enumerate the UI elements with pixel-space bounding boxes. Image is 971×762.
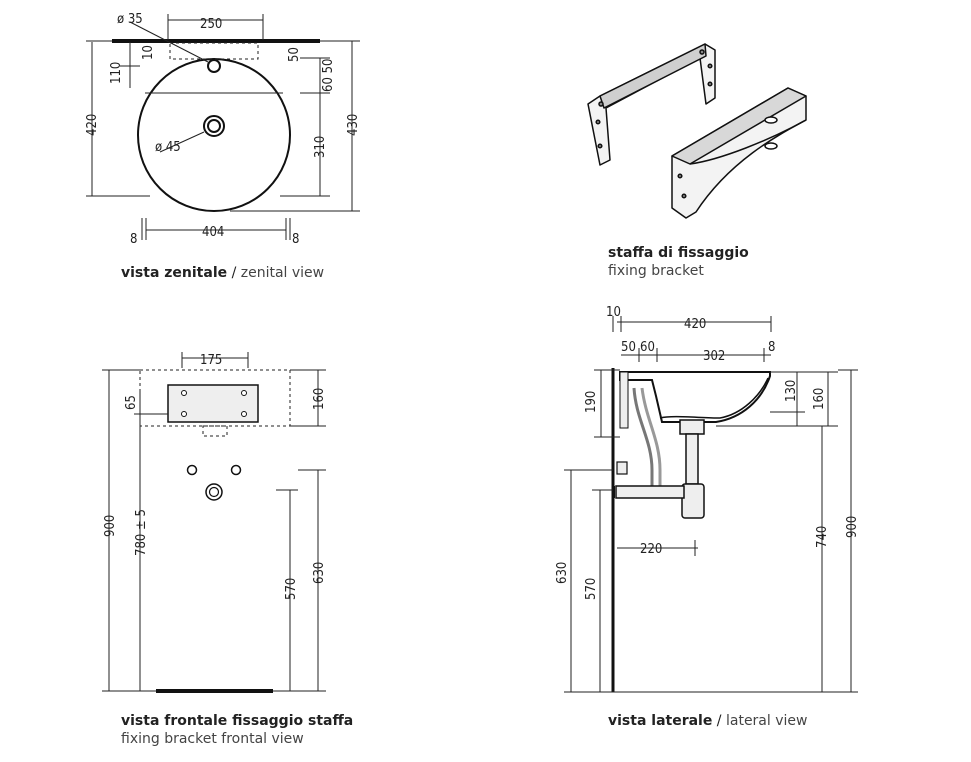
supply-right — [230, 464, 242, 476]
caption-lateral: vista laterale / lateral view — [608, 712, 807, 730]
dim-d45: ø 45 — [155, 140, 181, 155]
waste-inner — [208, 486, 220, 498]
dim-lat-d60: 60 — [640, 340, 655, 355]
dim-d160: 160 — [312, 388, 327, 410]
dim-lat-w420: 420 — [684, 317, 706, 332]
caption-zenital: vista zenitale / zenital view — [121, 264, 324, 282]
basin-section — [619, 371, 771, 423]
dim-lat-d160: 160 — [812, 388, 827, 410]
dim-r8: 8 — [292, 232, 299, 247]
caption-lateral-title: vista laterale — [608, 713, 713, 729]
dim-lat-w302: 302 — [703, 349, 725, 364]
caption-frontal: vista frontale fissaggio staffa fixing b… — [121, 712, 353, 748]
dim-d6050: 60 50 — [321, 59, 336, 92]
dim-lat-d220: 220 — [640, 542, 662, 557]
zenital-view — [86, 14, 360, 240]
dim-h430: 430 — [346, 114, 361, 136]
dim-d35: ø 35 — [117, 12, 143, 27]
bracket-hidden — [169, 42, 259, 60]
drain-inner — [207, 119, 221, 133]
dim-h900: 900 — [103, 515, 118, 537]
tap-hole — [207, 59, 221, 73]
valve — [616, 461, 628, 475]
dim-lat-d740: 740 — [815, 526, 830, 548]
dim-h780: 780 ± 5 — [134, 509, 149, 556]
siphon — [681, 483, 705, 519]
dim-d10: 10 — [141, 45, 156, 60]
dim-lat-d8: 8 — [768, 340, 775, 355]
dim-l8: 8 — [130, 232, 137, 247]
dim-lat-d630: 630 — [555, 562, 570, 584]
dim-d65: 65 — [124, 395, 139, 410]
caption-zenital-subtitle: zenital view — [240, 265, 325, 281]
bracket-illustration — [587, 43, 807, 219]
dim-lat-d570: 570 — [584, 578, 599, 600]
dim-lat-d190: 190 — [584, 391, 599, 413]
frontal-view — [102, 352, 326, 693]
waste-pipe — [615, 485, 685, 499]
dim-d630: 630 — [312, 562, 327, 584]
caption-lateral-subtitle: lateral view — [725, 713, 808, 729]
dim-d570: 570 — [284, 578, 299, 600]
dim-w175: 175 — [200, 353, 222, 368]
dim-h420: 420 — [85, 114, 100, 136]
drain-hidden — [202, 425, 228, 437]
dim-w250: 250 — [200, 17, 222, 32]
dim-lat-d900: 900 — [845, 516, 860, 538]
dim-w404: 404 — [202, 225, 224, 240]
caption-bracket: staffa di fissaggio fixing bracket — [608, 244, 749, 280]
caption-frontal-title: vista frontale fissaggio staffa — [121, 713, 354, 729]
bracket-section — [619, 371, 629, 429]
lateral-view — [564, 316, 858, 693]
dim-d110: 110 — [109, 62, 124, 84]
caption-bracket-subtitle: fixing bracket — [608, 263, 704, 279]
caption-frontal-subtitle: fixing bracket frontal view — [121, 731, 304, 747]
dim-lat-d10: 10 — [606, 305, 621, 320]
caption-zenital-sep: / — [227, 265, 241, 281]
supply-left — [186, 464, 198, 476]
dim-d310: 310 — [313, 136, 328, 158]
caption-bracket-title: staffa di fissaggio — [608, 245, 749, 261]
dim-d50: 50 — [287, 47, 302, 62]
dim-lat-d130: 130 — [784, 380, 799, 402]
caption-zenital-title: vista zenitale — [121, 265, 228, 281]
dim-lat-d50: 50 — [621, 340, 636, 355]
caption-lateral-sep: / — [712, 713, 726, 729]
